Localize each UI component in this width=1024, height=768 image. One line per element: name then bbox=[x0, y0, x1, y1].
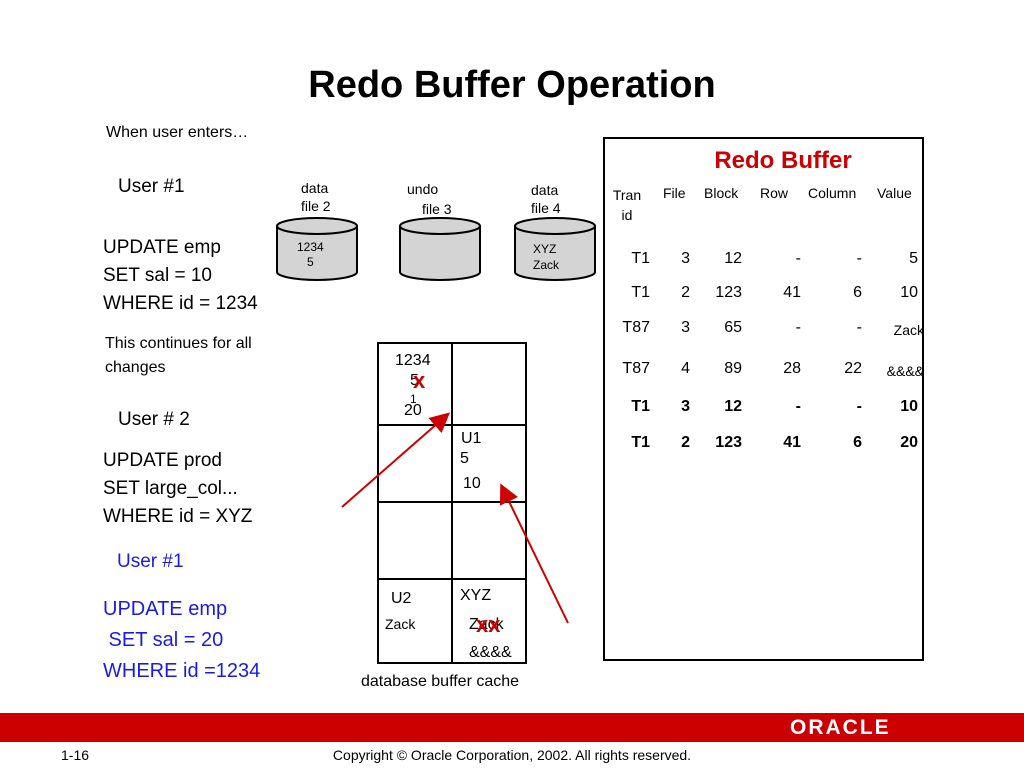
user1-label: User #1 bbox=[118, 176, 185, 197]
redo-row-4-row: 28 bbox=[783, 360, 801, 377]
intro-text: When user enters… bbox=[106, 124, 249, 141]
header-row: Row bbox=[760, 185, 789, 201]
arrow-to-redo-icon bbox=[499, 483, 569, 624]
cache-r4c2-line2: Zack bbox=[469, 616, 504, 633]
redo-row-4-block: 89 bbox=[724, 360, 742, 377]
cache-r1c1-mid: 1 bbox=[410, 392, 417, 406]
redo-row-2-file: 2 bbox=[681, 284, 690, 301]
data-file-2-cylinder-icon bbox=[276, 217, 358, 281]
redo-row-6-row: 41 bbox=[783, 434, 801, 451]
cache-r2c2-line1: U1 bbox=[461, 430, 482, 447]
redo-row-4-value: &&&& bbox=[886, 363, 924, 379]
redo-row-1-value: 5 bbox=[909, 250, 918, 267]
redo-row-5-column: - bbox=[856, 398, 862, 415]
cache-r4c1-line2: Zack bbox=[385, 616, 416, 632]
header-block: Block bbox=[704, 185, 739, 201]
arrows-layer bbox=[341, 412, 569, 624]
redo-row-2-column: 6 bbox=[853, 284, 862, 301]
header-value: Value bbox=[877, 185, 912, 201]
header-tran-id: Tran id bbox=[612, 187, 642, 223]
user1-sql: UPDATE emp SET sal = 10 WHERE id = 1234 bbox=[103, 237, 258, 314]
redo-row-2-tran: T1 bbox=[631, 284, 650, 301]
user2-sql: UPDATE prod SET large_col... WHERE id = … bbox=[103, 450, 253, 527]
redo-row-5-value: 10 bbox=[900, 398, 918, 415]
cache-r1c1-mark: x bbox=[413, 368, 426, 393]
redo-row-2-row: 41 bbox=[783, 284, 801, 301]
redo-row-1-block: 12 bbox=[724, 250, 742, 267]
redo-row-1-row: - bbox=[795, 250, 801, 267]
redo-row-3-row: - bbox=[795, 319, 801, 336]
cache-r4c2-line3: &&&& bbox=[469, 644, 512, 661]
redo-row-5-file: 3 bbox=[681, 398, 690, 415]
redo-buffer-title: Redo Buffer bbox=[714, 147, 852, 174]
cache-r4c2-line1: XYZ bbox=[460, 587, 492, 604]
footer-bar bbox=[0, 713, 1024, 742]
cache-r2c2-line3: 10 bbox=[463, 475, 481, 492]
redo-row-1-file: 3 bbox=[681, 250, 690, 267]
user1-again-label: User #1 bbox=[117, 551, 184, 572]
redo-row-5-block: 12 bbox=[724, 398, 742, 415]
oracle-logo: ORACLE bbox=[790, 716, 891, 739]
redo-row-4-file: 4 bbox=[681, 360, 690, 377]
redo-row-3-value: Zack bbox=[893, 322, 924, 338]
arrow-to-undo-icon bbox=[341, 412, 451, 508]
user1-again-sql: UPDATE emp SET sal = 20 WHERE id =1234 bbox=[103, 598, 261, 682]
redo-row-6-file: 2 bbox=[681, 434, 690, 451]
data-file-4-cylinder-icon bbox=[514, 217, 596, 281]
redo-row-2-block: 123 bbox=[715, 284, 742, 301]
redo-row-3-tran: T87 bbox=[622, 319, 650, 336]
header-column: Column bbox=[808, 185, 857, 201]
header-file: File bbox=[663, 185, 686, 201]
slide-title: Redo Buffer Operation bbox=[308, 64, 716, 106]
redo-row-3-column: - bbox=[856, 319, 862, 336]
redo-row-4-column: 22 bbox=[844, 360, 862, 377]
redo-row-5-row: - bbox=[795, 398, 801, 415]
cache-r1c1-line1: 1234 bbox=[395, 352, 431, 369]
cache-r2c2-line2: 5 bbox=[460, 450, 469, 467]
redo-row-1-column: - bbox=[856, 250, 862, 267]
redo-row-4-tran: T87 bbox=[622, 360, 650, 377]
redo-row-3-block: 65 bbox=[724, 319, 742, 336]
redo-row-1-tran: T1 bbox=[631, 250, 650, 267]
cache-r4c1-line1: U2 bbox=[391, 590, 412, 607]
redo-row-6-value: 20 bbox=[900, 434, 918, 451]
redo-row-6-tran: T1 bbox=[631, 434, 650, 451]
cache-r1c1-new: 20 bbox=[404, 402, 422, 419]
redo-row-3-file: 3 bbox=[681, 319, 690, 336]
page-number: 1-16 bbox=[61, 747, 90, 763]
redo-row-6-column: 6 bbox=[853, 434, 862, 451]
undo-file-3-cylinder-icon bbox=[399, 217, 481, 281]
redo-buffer-box bbox=[603, 137, 924, 661]
redo-row-2-value: 10 bbox=[900, 284, 918, 301]
buffer-cache-caption: database buffer cache bbox=[361, 673, 520, 690]
cache-r4c2-mark: xx bbox=[476, 612, 501, 637]
database-buffer-cache bbox=[377, 342, 527, 664]
redo-row-5-tran: T1 bbox=[631, 398, 650, 415]
redo-row-6-block: 123 bbox=[715, 434, 742, 451]
user2-label: User # 2 bbox=[118, 409, 190, 430]
cache-r1c1-old: 5 bbox=[410, 372, 419, 389]
copyright-text: Copyright © Oracle Corporation, 2002. Al… bbox=[332, 747, 692, 763]
continues-note: This continues for all changes bbox=[105, 335, 252, 376]
